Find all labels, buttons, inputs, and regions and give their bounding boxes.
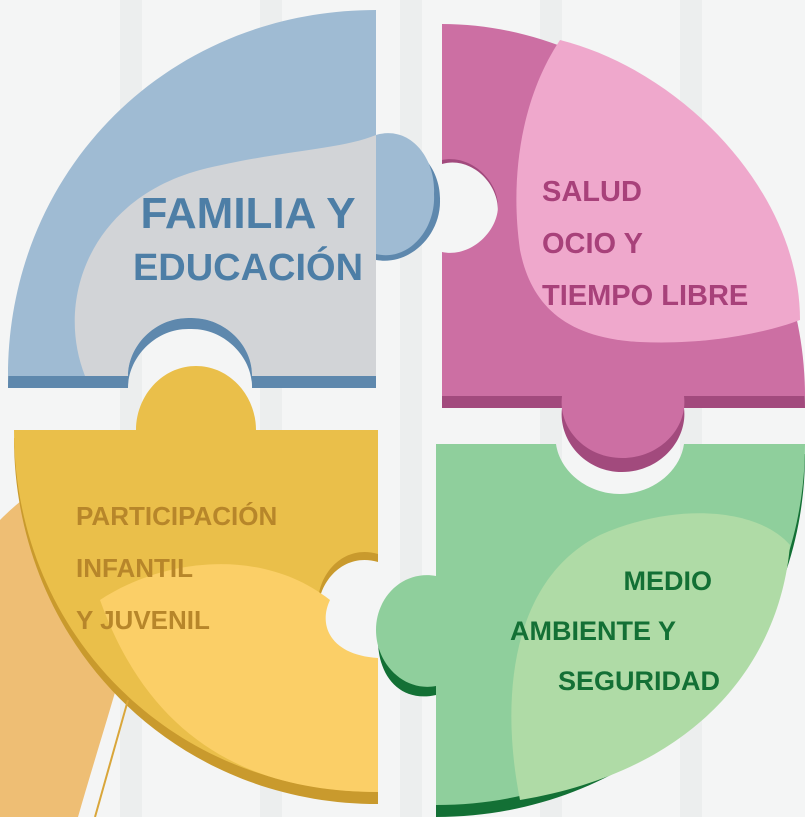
label-line: TIEMPO LIBRE: [542, 280, 749, 312]
piece-highlight: [511, 513, 790, 800]
label-line: EDUCACIÓN: [132, 247, 364, 289]
label-line: INFANTIL: [76, 553, 193, 583]
puzzle-piece-environment-safety: [376, 444, 805, 817]
piece-highlight: [74, 135, 376, 376]
piece-highlight: [516, 40, 800, 343]
puzzle-piece-participation: [14, 366, 378, 817]
label-participation: PARTICIPACIÓN INFANTIL Y JUVENIL: [76, 490, 277, 646]
label-line: AMBIENTE Y: [510, 616, 677, 646]
label-environment-safety: MEDIO AMBIENTE Y SEGURIDAD: [496, 556, 720, 706]
label-line: MEDIO: [623, 566, 712, 596]
label-line: OCIO Y: [542, 228, 643, 260]
puzzle-piece-health-leisure: [442, 24, 805, 472]
label-line: FAMILIA Y: [140, 189, 356, 238]
puzzle-piece-family-education: [8, 10, 441, 388]
label-health-leisure: SALUD OCIO Y TIEMPO LIBRE: [542, 166, 748, 322]
piece-stripe-line: [94, 699, 129, 817]
label-line: Y JUVENIL: [76, 605, 210, 635]
label-line: SEGURIDAD: [557, 666, 720, 696]
piece-highlight: [100, 564, 378, 792]
label-line: PARTICIPACIÓN: [76, 501, 278, 531]
label-line: SALUD: [542, 176, 642, 208]
label-family-education: FAMILIA Y EDUCACIÓN: [98, 189, 398, 289]
